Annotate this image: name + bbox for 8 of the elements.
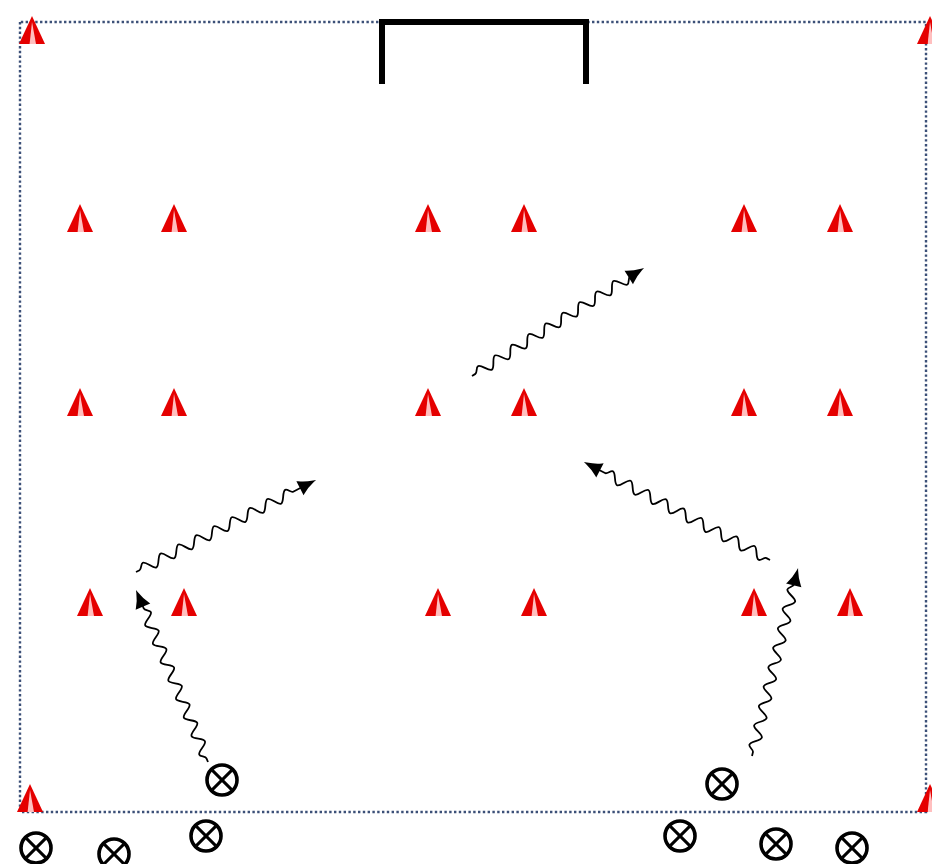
- player-symbol: [97, 837, 131, 864]
- player-symbol: [189, 819, 223, 853]
- player-symbol: [205, 763, 239, 797]
- player-symbol: [759, 827, 793, 861]
- player-symbol: [663, 819, 697, 853]
- player-symbol: [835, 831, 869, 864]
- player-symbol: [19, 831, 53, 864]
- player-symbol: [705, 767, 739, 801]
